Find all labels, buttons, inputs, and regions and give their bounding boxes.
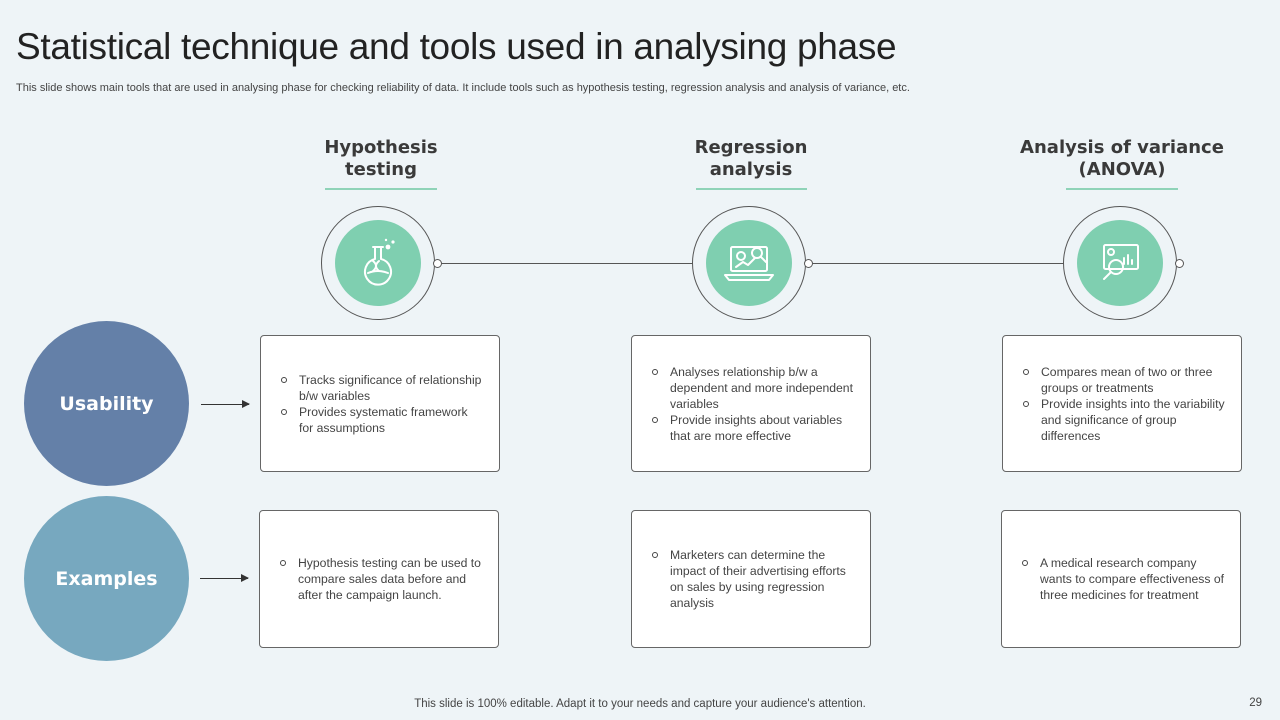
bullet-list: Compares mean of two or three groups or …	[1021, 364, 1227, 444]
heading-line: testing	[345, 159, 417, 180]
list-item: Marketers can determine the impact of th…	[650, 547, 856, 611]
icon-ring-anova	[1063, 206, 1177, 320]
heading-line: Regression	[694, 137, 808, 158]
heading-line: analysis	[709, 159, 793, 180]
usability-card-regression: Analyses relationship b/w a dependent an…	[631, 335, 871, 472]
list-item: Compares mean of two or three groups or …	[1021, 364, 1227, 396]
row-label-usability: Usability	[24, 321, 189, 486]
bullet-list: Hypothesis testing can be used to compar…	[278, 555, 484, 603]
bullet-list: Tracks significance of relationship b/w …	[279, 372, 485, 436]
flask-dna-icon	[364, 238, 395, 286]
heading-line: Analysis of variance	[1020, 137, 1224, 158]
connector-dot	[433, 259, 442, 268]
heading-underline	[325, 188, 437, 190]
icon-ring-hypothesis	[321, 206, 435, 320]
icon-disc	[335, 220, 421, 306]
example-card-regression: Marketers can determine the impact of th…	[631, 510, 871, 648]
example-card-anova: A medical research company wants to comp…	[1001, 510, 1241, 648]
connector-line	[812, 263, 1064, 264]
slide-footer: This slide is 100% editable. Adapt it to…	[414, 698, 866, 710]
bullet-list: A medical research company wants to comp…	[1020, 555, 1226, 603]
icon-ring-regression	[692, 206, 806, 320]
slide-subtitle: This slide shows main tools that are use…	[16, 82, 910, 94]
row-label-text: Examples	[55, 567, 158, 590]
list-item: Provide insights about variables that ar…	[650, 412, 856, 444]
connector-dot	[804, 259, 813, 268]
icon-disc	[706, 220, 792, 306]
usability-card-anova: Compares mean of two or three groups or …	[1002, 335, 1242, 472]
heading-underline	[696, 188, 807, 190]
heading-underline	[1066, 188, 1178, 190]
connector-dot	[1175, 259, 1184, 268]
example-card-hypothesis: Hypothesis testing can be used to compar…	[259, 510, 499, 648]
arrow-right-icon	[201, 400, 250, 408]
list-item: Hypothesis testing can be used to compar…	[278, 555, 484, 603]
heading-line: (ANOVA)	[1078, 159, 1166, 180]
magnifier-chart-icon	[1103, 244, 1139, 280]
heading-hypothesis-testing: Hypothesis testing	[261, 137, 501, 181]
heading-line: Hypothesis	[324, 137, 438, 158]
bullet-list: Analyses relationship b/w a dependent an…	[650, 364, 856, 444]
list-item: Provide insights into the variability an…	[1021, 396, 1227, 444]
connector-line	[441, 263, 693, 264]
list-item: Analyses relationship b/w a dependent an…	[650, 364, 856, 412]
page-number: 29	[1249, 697, 1262, 709]
row-label-text: Usability	[59, 392, 154, 415]
laptop-analytics-icon	[724, 246, 774, 281]
bullet-list: Marketers can determine the impact of th…	[650, 547, 856, 611]
icon-disc	[1077, 220, 1163, 306]
list-item: A medical research company wants to comp…	[1020, 555, 1226, 603]
list-item: Provides systematic framework for assump…	[279, 404, 485, 436]
heading-anova: Analysis of variance (ANOVA)	[1002, 137, 1242, 181]
row-label-examples: Examples	[24, 496, 189, 661]
heading-regression-analysis: Regression analysis	[631, 137, 871, 181]
usability-card-hypothesis: Tracks significance of relationship b/w …	[260, 335, 500, 472]
slide-title: Statistical technique and tools used in …	[16, 26, 897, 67]
arrow-right-icon	[200, 574, 249, 582]
list-item: Tracks significance of relationship b/w …	[279, 372, 485, 404]
